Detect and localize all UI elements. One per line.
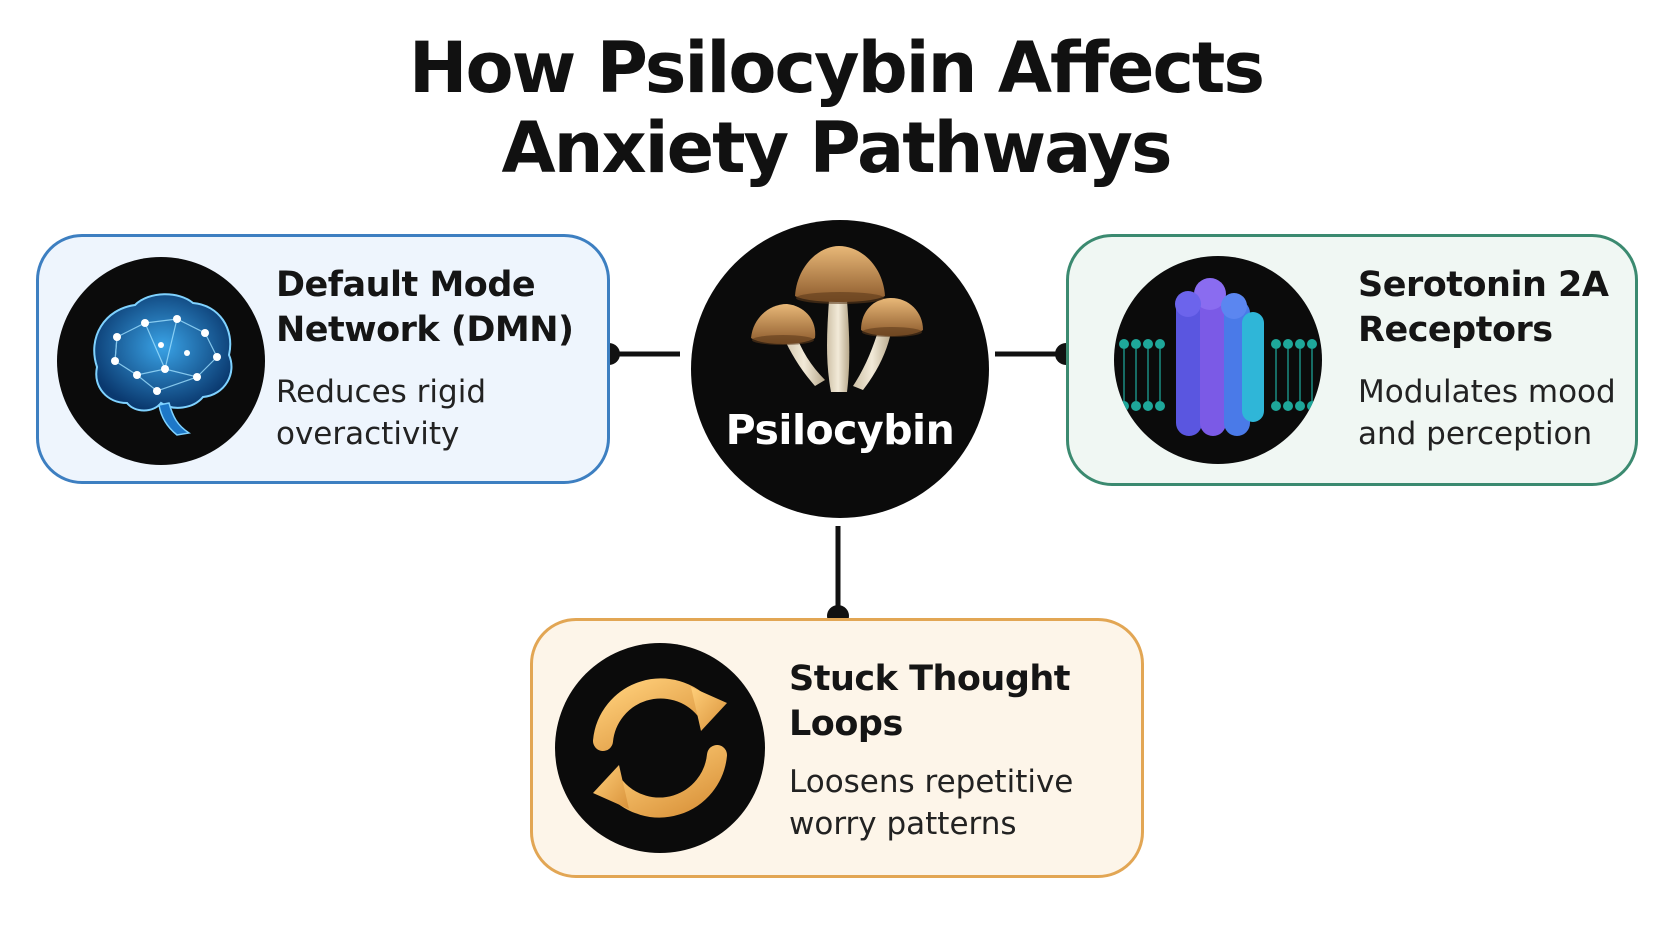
dmn-description: Reduces rigid overactivity: [276, 374, 486, 452]
title-line-2: Anxiety Pathways: [501, 107, 1172, 189]
title-line-1: How Psilocybin Affects: [408, 27, 1265, 109]
card-default-mode-network: Default Mode Network (DMN) Reduces rigid…: [36, 234, 610, 484]
serotonin-description: Modulates mood and perception: [1358, 374, 1616, 452]
page-title: How Psilocybin Affects Anxiety Pathways: [0, 28, 1672, 188]
serotonin-heading: Serotonin 2A Receptors: [1358, 265, 1609, 350]
loops-description: Loosens repetitive worry patterns: [789, 764, 1074, 842]
loops-heading: Stuck Thought Loops: [789, 659, 1071, 744]
center-label: Psilocybin: [725, 406, 955, 454]
refresh-cycle-icon: [555, 643, 765, 853]
card-stuck-thought-loops: Stuck Thought Loops Loosens repetitive w…: [530, 618, 1144, 878]
dmn-heading: Default Mode Network (DMN): [276, 265, 574, 350]
psilocybin-center-node: Psilocybin: [691, 220, 989, 518]
card-serotonin-2a-receptors: Serotonin 2A Receptors Modulates mood an…: [1066, 234, 1638, 486]
mushroom-icon: [751, 246, 923, 392]
brain-network-icon: [57, 257, 265, 465]
receptor-protein-icon: [1114, 256, 1322, 464]
